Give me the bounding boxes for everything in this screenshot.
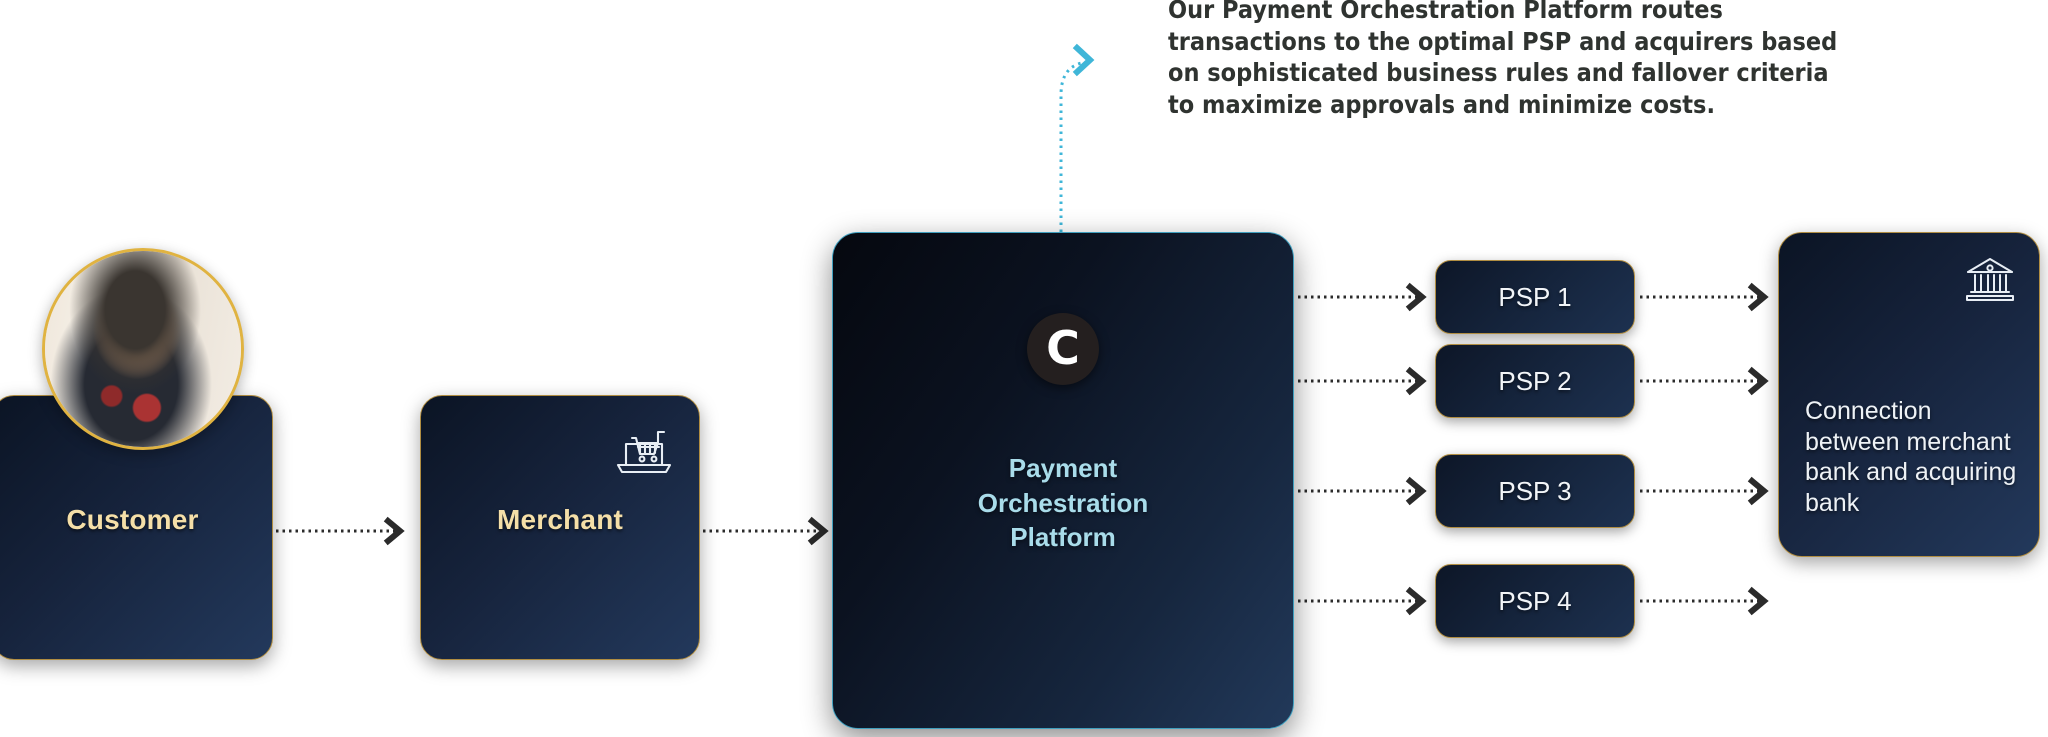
arrow-psp-2-to-bank: [1640, 366, 1769, 396]
merchant-card[interactable]: Merchant: [420, 395, 700, 660]
arrow-psp-3-to-bank: [1640, 476, 1769, 506]
bank-card-text: Connection between merchant bank and acq…: [1805, 397, 2017, 517]
arrow-merchant-to-platform: [703, 516, 829, 546]
psp-box-1[interactable]: PSP 1: [1435, 260, 1635, 334]
bank-building-icon: [1966, 258, 2014, 301]
customer-avatar: [42, 248, 244, 450]
bank-connection-card[interactable]: Connection between merchant bank and acq…: [1778, 232, 2040, 557]
annotation-leader-line: [1059, 43, 1095, 232]
psp-label-4: PSP 4: [1498, 585, 1572, 616]
payment-orchestration-platform-card[interactable]: C Payment Orchestration Platform: [832, 232, 1294, 729]
arrow-psp-1-to-bank: [1640, 282, 1769, 312]
platform-title-line-2: Orchestration: [977, 487, 1149, 518]
platform-title-line-3: Platform: [1010, 522, 1116, 553]
merchant-label: Merchant: [496, 504, 624, 535]
platform-title: Payment Orchestration Platform: [833, 451, 1293, 555]
platform-title-line-1: Payment: [1008, 453, 1118, 483]
customer-label: Customer: [66, 504, 199, 535]
psp-label-2: PSP 2: [1498, 365, 1572, 396]
platform-logo-letter: C: [1046, 320, 1080, 375]
customer-avatar-image: [45, 251, 241, 447]
arrow-platform-to-psp-3: [1298, 476, 1427, 506]
arrow-platform-to-psp-2: [1298, 366, 1427, 396]
arrow-customer-to-merchant: [276, 516, 405, 546]
arrow-platform-to-psp-1: [1298, 282, 1427, 312]
psp-box-4[interactable]: PSP 4: [1435, 564, 1635, 638]
arrow-platform-to-psp-4: [1298, 586, 1427, 616]
annotation-text: Our Payment Orchestration Platform route…: [1168, 0, 1838, 119]
psp-label-3: PSP 3: [1498, 475, 1572, 506]
psp-box-3[interactable]: PSP 3: [1435, 454, 1635, 528]
platform-logo-badge: C: [1027, 313, 1099, 385]
psp-label-1: PSP 1: [1498, 281, 1572, 312]
laptop-shopping-cart-icon: [616, 430, 672, 474]
psp-box-2[interactable]: PSP 2: [1435, 344, 1635, 418]
arrow-psp-4-to-bank: [1640, 586, 1769, 616]
